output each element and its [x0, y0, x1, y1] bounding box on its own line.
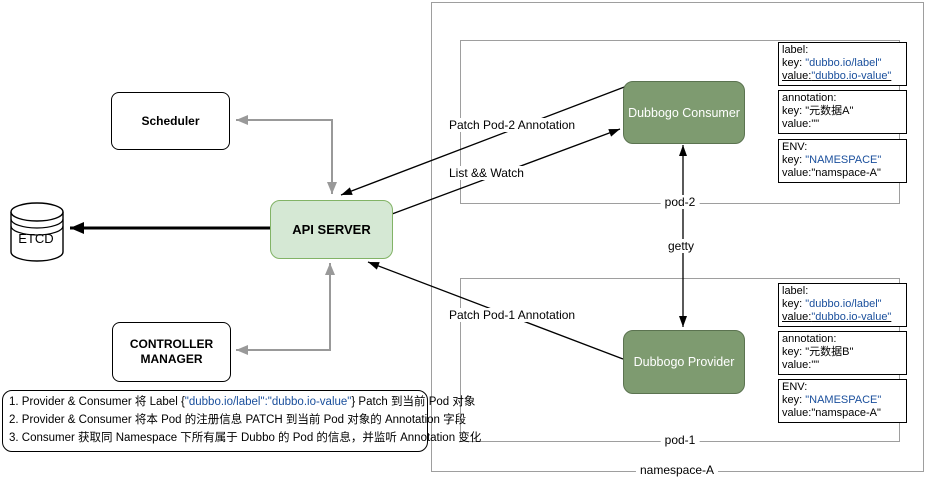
dubbogo-consumer-node: Dubbogo Consumer — [623, 81, 745, 144]
pod1-label-box: label: key: "dubbo.io/label" value:"dubb… — [778, 283, 907, 327]
getty-label: getty — [666, 239, 697, 253]
dubbogo-provider-label: Dubbogo Provider — [633, 355, 735, 369]
pod-1-label: pod-1 — [660, 433, 700, 447]
note-line-2: 2. Provider & Consumer 将本 Pod 的注册信息 PATC… — [9, 414, 467, 426]
list-watch-label: List && Watch — [447, 166, 526, 180]
pod-2-label: pod-2 — [660, 195, 700, 209]
scheduler-label: Scheduler — [141, 113, 200, 128]
patch-pod2-annotation-label: Patch Pod-2 Annotation — [447, 118, 578, 132]
note-line-3: 3. Consumer 获取同 Namespace 下所有属于 Dubbo 的 … — [9, 432, 482, 444]
pod1-annotation-box: annotation: key: "元数据B" value:"" — [778, 331, 907, 375]
pod2-env-box: ENV: key: "NAMESPACE" value:"namspace-A" — [778, 139, 907, 183]
pod2-annotation-box: annotation: key: "元数据A" value:"" — [778, 90, 907, 134]
etcd-label: ETCD — [18, 231, 54, 246]
controller-manager-node: CONTROLLER MANAGER — [112, 322, 231, 382]
pod2-label-box: label: key: "dubbo.io/label" value:"dubb… — [778, 42, 907, 86]
patch-pod1-annotation-label: Patch Pod-1 Annotation — [447, 308, 578, 322]
controller-manager-label: CONTROLLER MANAGER — [129, 337, 214, 366]
pod1-env-box: ENV: key: "NAMESPACE" value:"namspace-A" — [778, 379, 907, 423]
namespace-a-label: namespace-A — [635, 463, 719, 477]
notes-box: 1. Provider & Consumer 将 Label {"dubbo.i… — [2, 390, 482, 452]
dubbogo-consumer-label: Dubbogo Consumer — [628, 105, 740, 120]
dubbogo-provider-node: Dubbogo Provider — [623, 330, 745, 394]
edge-controllermanager-apiserver — [236, 263, 335, 355]
api-server-label: API SERVER — [292, 222, 371, 237]
etcd-cylinder-icon — [10, 202, 64, 262]
note-line-1: 1. Provider & Consumer 将 Label {"dubbo.i… — [9, 396, 476, 408]
scheduler-node: Scheduler — [111, 92, 230, 150]
edge-scheduler-apiserver — [236, 115, 337, 194]
api-server-node: API SERVER — [270, 200, 393, 259]
